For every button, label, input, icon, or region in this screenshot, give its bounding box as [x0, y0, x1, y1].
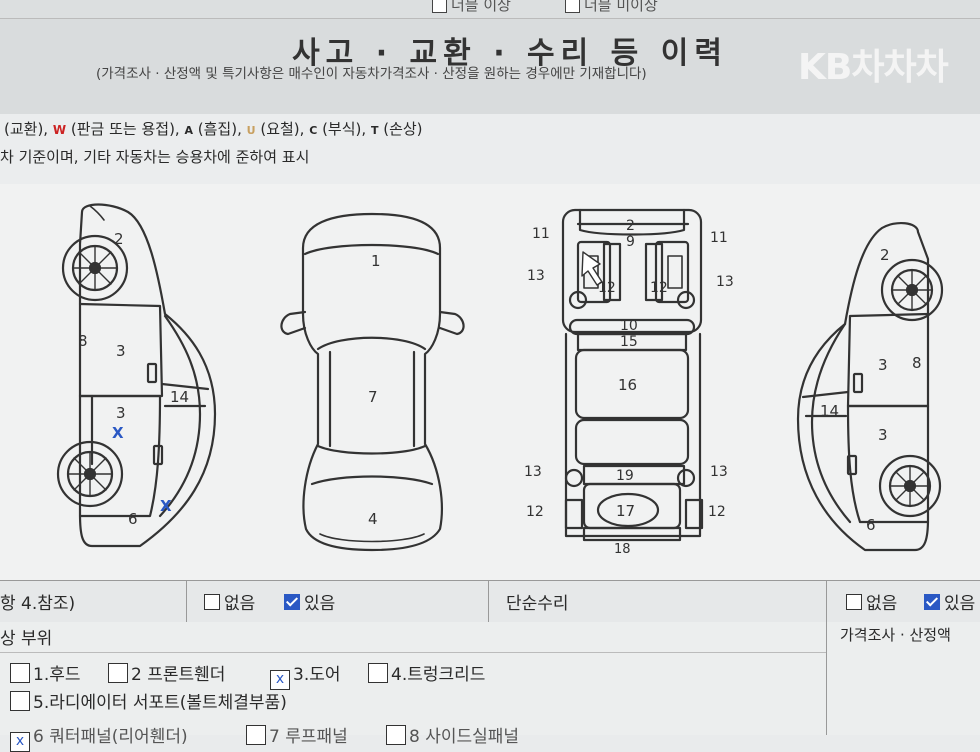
label-left-2: 2	[114, 230, 124, 248]
label-left-8: 8	[78, 332, 88, 350]
label-under-17: 17	[616, 502, 635, 520]
option-yes-2[interactable]: 있음	[924, 589, 975, 614]
label-under-15: 15	[620, 334, 638, 350]
label-under-12b: 12	[650, 280, 668, 296]
checkbox-side-sill[interactable]	[386, 725, 406, 745]
legend-line-2: 차 기준이며, 기타 자동차는 승용차에 준하여 표시	[0, 148, 310, 166]
label-under-12a: 12	[598, 280, 616, 296]
label-under-10: 10	[620, 318, 638, 334]
label-under-11b: 11	[710, 230, 728, 246]
part-front-fender[interactable]: 2 프론트휀더	[108, 660, 225, 685]
checkbox-door[interactable]: x	[270, 670, 290, 690]
checkbox-none-2[interactable]	[846, 594, 862, 610]
checkbox-yes-1[interactable]	[284, 594, 300, 610]
checkbox-roof-panel[interactable]	[246, 725, 266, 745]
label-right-6: 6	[866, 516, 876, 534]
option-top-1[interactable]: 더블 이상	[432, 0, 511, 15]
legend-a-mark: A	[184, 124, 193, 137]
label-right-8: 8	[912, 354, 922, 372]
checkbox-none-1[interactable]	[204, 594, 220, 610]
diagram-labels: 2 8 3 3 14 6 1 7 4 2 9 11 11 13 13 12 12…	[78, 218, 922, 557]
part-hood[interactable]: 1.후드	[10, 660, 81, 685]
top-strip: 더블 이상 더블 미이상	[0, 0, 980, 18]
label-under-13a: 13	[527, 268, 545, 284]
divider	[826, 622, 827, 735]
row-left-label: 항 4.참조)	[0, 594, 76, 614]
mark-exchange-door: X	[112, 424, 124, 442]
divider	[826, 581, 827, 623]
car-right-side	[796, 222, 944, 552]
label-left-3b: 3	[116, 404, 126, 422]
legend-line-1: (교환), W (판금 또는 용접), A (흠집), U (요철), C (부…	[4, 120, 423, 138]
label-under-9: 9	[626, 234, 635, 250]
checkbox[interactable]	[432, 0, 447, 13]
label-top-1: 1	[371, 252, 381, 270]
car-top-view	[280, 212, 465, 552]
page-title: 사고 · 교환 · 수리 등 이력	[292, 36, 728, 71]
checkbox-radiator-support[interactable]	[10, 691, 30, 711]
checkbox-trunk-lid[interactable]	[368, 663, 388, 683]
label-right-3a: 3	[878, 356, 888, 374]
price-label: 가격조사 · 산정액	[840, 626, 951, 644]
simple-repair-label: 단순수리	[506, 594, 569, 614]
label-top-4: 4	[368, 510, 378, 528]
label-under-13d: 13	[710, 464, 728, 480]
option-none-1[interactable]: 없음	[204, 589, 255, 614]
label-top-7: 7	[368, 388, 378, 406]
option-none-2[interactable]: 없음	[846, 589, 897, 614]
label-under-16: 16	[618, 376, 637, 394]
checkbox-quarter-panel[interactable]: x	[10, 732, 30, 752]
divider	[0, 652, 826, 653]
car-underside-view	[561, 208, 704, 542]
part-radiator-support[interactable]: 5.라디에이터 서포트(볼트체결부품)	[10, 688, 287, 713]
label-under-11a: 11	[532, 226, 550, 242]
checkbox[interactable]	[565, 0, 580, 13]
title-band	[0, 18, 980, 116]
option-top-2[interactable]: 더블 미이상	[565, 0, 658, 15]
checkbox-yes-2[interactable]	[924, 594, 940, 610]
label-under-13c: 13	[524, 464, 542, 480]
checkbox-front-fender[interactable]	[108, 663, 128, 683]
label-left-6: 6	[128, 510, 138, 528]
checkbox-hood[interactable]	[10, 663, 30, 683]
label-right-2: 2	[880, 246, 890, 264]
label-under-13b: 13	[716, 274, 734, 290]
legend-area: (교환), W (판금 또는 용접), A (흠집), U (요철), C (부…	[0, 114, 980, 185]
divider	[186, 581, 187, 623]
label-under-18: 18	[614, 542, 631, 557]
car-left-side	[56, 203, 217, 548]
repair-status-row: 항 4.참조) 없음 있음 단순수리 없음 있음	[0, 580, 980, 624]
option-yes-1[interactable]: 있음	[284, 589, 335, 614]
mark-exchange-quarter: X	[160, 497, 172, 515]
legend-t-mark: T	[370, 124, 379, 137]
label-under-19: 19	[616, 468, 634, 484]
legend-w-mark: W	[52, 123, 67, 137]
label-under-12d: 12	[708, 504, 726, 520]
kb-logo: KB차차차	[798, 47, 949, 88]
label-right-14: 14	[820, 402, 839, 420]
label-under-12c: 12	[526, 504, 544, 520]
car-diagram-area: 2 8 3 3 14 6 1 7 4 2 9 11 11 13 13 12 12…	[0, 184, 980, 580]
divider	[488, 581, 489, 623]
legend-c-mark: C	[309, 124, 318, 137]
legend-u-mark: U	[246, 124, 256, 137]
label-left-14: 14	[170, 388, 189, 406]
part-trunk-lid[interactable]: 4.트렁크리드	[368, 660, 485, 685]
page-subtitle: (가격조사 · 산정액 및 특기사항은 매수인이 자동차가격조사 · 산정을 원…	[96, 66, 647, 82]
label-under-2: 2	[626, 218, 635, 234]
label-right-3b: 3	[878, 426, 888, 444]
label-left-3a: 3	[116, 342, 126, 360]
car-diagram-svg: 2 8 3 3 14 6 1 7 4 2 9 11 11 13 13 12 12…	[56, 203, 944, 557]
section-label: 상 부위	[0, 629, 53, 649]
